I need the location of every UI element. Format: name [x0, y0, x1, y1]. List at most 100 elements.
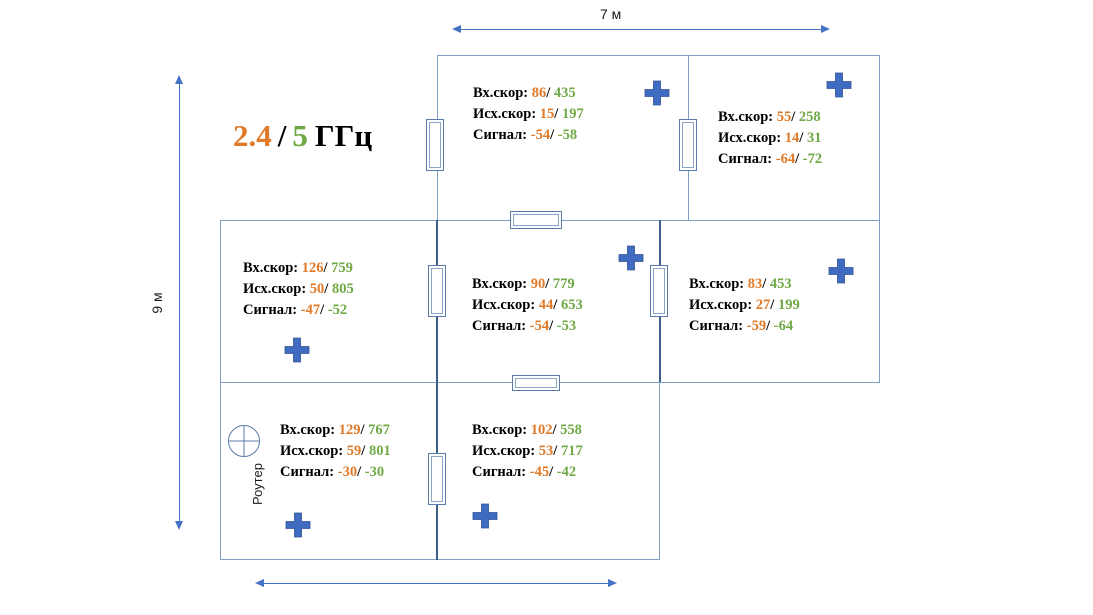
colon: :	[531, 106, 537, 122]
dimension-line	[262, 583, 610, 584]
colon: :	[768, 109, 774, 125]
colon: :	[292, 302, 298, 318]
download-row: Вх.скор: 55/ 258	[718, 107, 822, 128]
value-separator: /	[554, 106, 559, 122]
download-row: Вх.скор: 83/ 453	[689, 274, 800, 295]
signal-label: Сигнал	[689, 318, 739, 334]
dimension-line	[459, 29, 823, 30]
value-separator: /	[324, 281, 329, 297]
upload-value-5: 199	[777, 297, 800, 313]
wall-top-outer	[437, 55, 880, 56]
dimension-line	[179, 82, 180, 523]
download-value-5: 558	[560, 422, 582, 438]
signal-row: Сигнал: -45/ -42	[472, 462, 583, 483]
value-separator: /	[546, 85, 551, 101]
value-separator: /	[762, 276, 767, 292]
download-row: Вх.скор: 90/ 779	[472, 274, 583, 295]
upload-value-24: 53	[538, 443, 554, 459]
value-separator: /	[357, 464, 362, 480]
signal-value-5: -64	[773, 318, 794, 334]
value-separator: /	[323, 260, 328, 276]
signal-row: Сигнал: -54/ -58	[473, 125, 584, 146]
signal-value-24: -64	[775, 151, 796, 167]
upload-row: Исх.скор: 27/ 199	[689, 295, 800, 316]
download-value-24: 102	[530, 422, 553, 438]
download-value-5: 258	[798, 109, 821, 125]
download-value-24: 55	[776, 109, 792, 125]
upload-label: Исх.скор	[472, 297, 531, 313]
arrow-head-up	[175, 75, 183, 84]
signal-row: Сигнал: -64/ -72	[718, 149, 822, 170]
door-middle-bottom-horizontal	[512, 375, 560, 391]
download-row: Вх.скор: 126/ 759	[243, 258, 354, 279]
upload-value-5: 31	[806, 130, 822, 146]
signal-row: Сигнал: -54/ -53	[472, 316, 583, 337]
upload-value-24: 50	[309, 281, 325, 297]
measurement-room-middle-center: Вх.скор: 90/ 779 Исх.скор: 44/ 653 Сигна…	[472, 274, 583, 337]
signal-value-24: -54	[530, 127, 551, 143]
signal-value-5: -72	[802, 151, 823, 167]
measurement-room-middle-left: Вх.скор: 126/ 759 Исх.скор: 50/ 805 Сигн…	[243, 258, 354, 321]
measurement-room-bottom-left: Вх.скор: 129/ 767 Исх.скор: 59/ 801 Сигн…	[280, 420, 391, 483]
upload-row: Исх.скор: 59/ 801	[280, 441, 391, 462]
download-value-24: 83	[747, 276, 763, 292]
wall-middle-right-outer	[879, 220, 880, 382]
arrow-head-left	[452, 25, 461, 33]
dimension-width-bottom	[255, 575, 617, 591]
measurement-point-icon	[644, 80, 670, 106]
upload-row: Исх.скор: 44/ 653	[472, 295, 583, 316]
upload-value-24: 15	[539, 106, 555, 122]
measurement-room-bottom-center: Вх.скор: 102/ 558 Исх.скор: 53/ 717 Сигн…	[472, 420, 583, 483]
upload-value-5: 801	[368, 443, 391, 459]
wall-bottom-outer	[220, 559, 660, 560]
value-separator: /	[552, 422, 557, 438]
download-label: Вх.скор	[473, 85, 524, 101]
signal-value-5: -52	[327, 302, 348, 318]
upload-value-5: 717	[560, 443, 583, 459]
signal-label: Сигнал	[472, 464, 522, 480]
value-separator: /	[549, 318, 554, 334]
colon: :	[301, 281, 307, 297]
title-unit: ГГц	[314, 118, 373, 153]
arrow-head-right	[608, 579, 617, 587]
download-label: Вх.скор	[472, 276, 523, 292]
download-value-5: 759	[331, 260, 353, 276]
signal-label: Сигнал	[472, 318, 522, 334]
value-separator: /	[795, 151, 800, 167]
download-value-24: 129	[338, 422, 361, 438]
dimension-height-left	[171, 75, 187, 530]
signal-row: Сигнал: -47/ -52	[243, 300, 354, 321]
download-value-24: 90	[530, 276, 546, 292]
upload-row: Исх.скор: 15/ 197	[473, 104, 584, 125]
download-label: Вх.скор	[243, 260, 294, 276]
upload-label: Исх.скор	[472, 443, 531, 459]
router-icon	[227, 424, 261, 458]
door-top-divider-vertical	[679, 119, 697, 171]
download-label: Вх.скор	[689, 276, 740, 292]
signal-value-24: -47	[300, 302, 321, 318]
colon: :	[738, 318, 744, 334]
download-value-5: 435	[553, 85, 576, 101]
dimension-width-label: 7 м	[600, 6, 622, 22]
upload-row: Исх.скор: 53/ 717	[472, 441, 583, 462]
download-value-5: 767	[368, 422, 390, 438]
measurement-point-icon	[285, 512, 311, 538]
colon: :	[338, 443, 344, 459]
colon: :	[521, 318, 527, 334]
door-middle-right-vertical	[650, 265, 668, 317]
title-band-5: 5	[292, 118, 308, 153]
arrow-head-left	[255, 579, 264, 587]
signal-value-24: -45	[529, 464, 550, 480]
colon: :	[530, 443, 536, 459]
title-separator: /	[277, 118, 287, 153]
signal-value-24: -59	[746, 318, 767, 334]
upload-label: Исх.скор	[243, 281, 302, 297]
door-middle-left-vertical	[428, 265, 446, 317]
upload-label: Исх.скор	[473, 106, 532, 122]
value-separator: /	[550, 127, 555, 143]
wall-top-right-vertical	[879, 55, 880, 220]
upload-value-24: 59	[346, 443, 362, 459]
value-separator: /	[360, 422, 365, 438]
measurement-point-icon	[618, 245, 644, 271]
